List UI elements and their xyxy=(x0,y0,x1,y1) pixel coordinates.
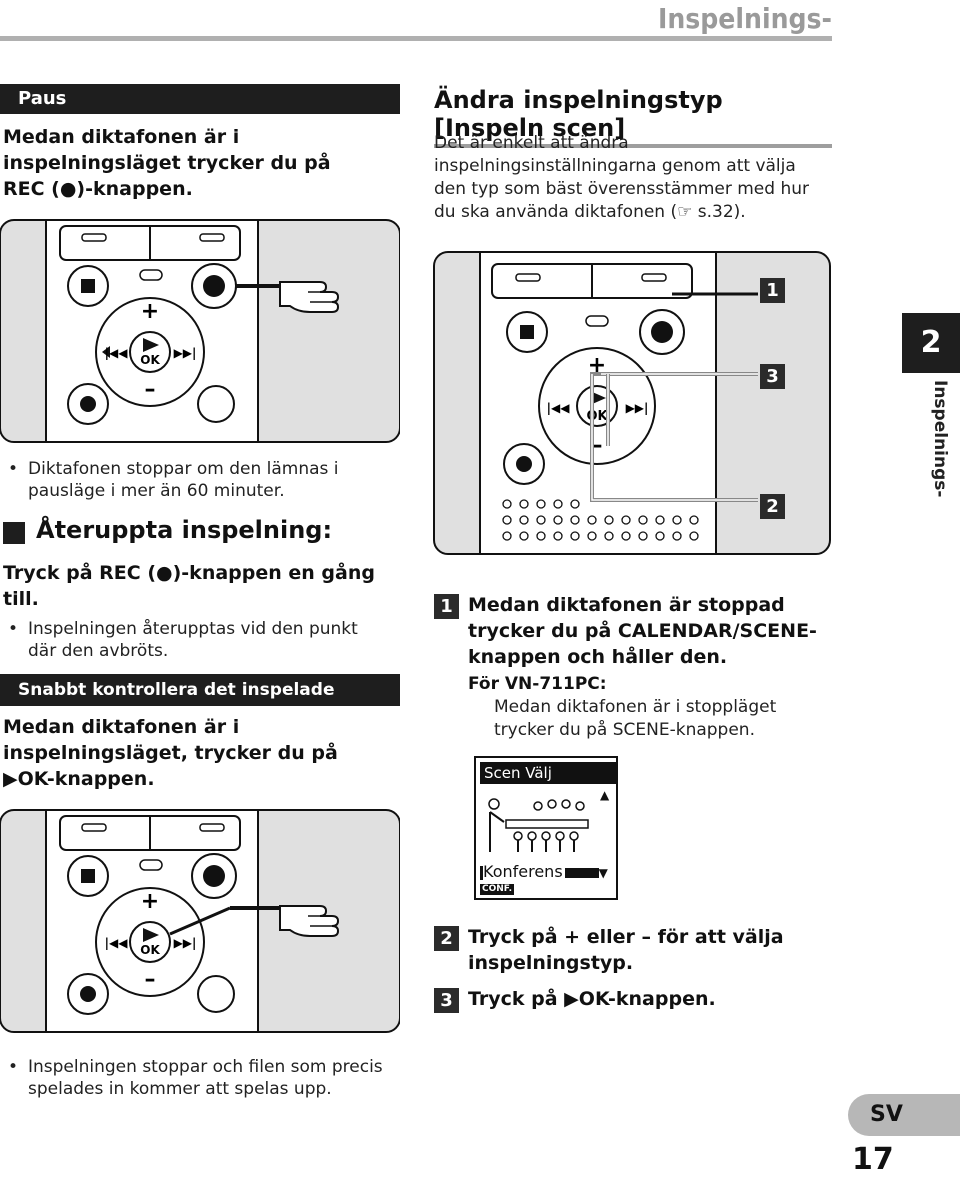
step-2-number: 2 xyxy=(434,926,459,951)
screen-title: Scen Välj xyxy=(480,762,616,784)
callout-1: 1 xyxy=(760,278,785,303)
scene-item-label: Konferens xyxy=(483,862,563,881)
svg-text:▶▶|: ▶▶| xyxy=(626,401,649,415)
step-1-text: Medan diktafonen är stoppad trycker du p… xyxy=(468,594,817,668)
conference-scene-icon xyxy=(488,798,589,852)
svg-text:OK: OK xyxy=(140,943,160,957)
conf-badge: CONF. xyxy=(480,884,515,895)
svg-text:–: – xyxy=(145,967,156,992)
paus-instruction: Medan diktafonen är i inspelningsläget t… xyxy=(3,126,331,200)
paus-bullet: Diktafonen stoppar om den lämnas i pausl… xyxy=(8,458,373,502)
svg-text:+: + xyxy=(141,299,159,324)
pointing-hand-icon xyxy=(279,281,340,313)
quick-check-section-bar: Snabbt kontrollera det inspelade innehål… xyxy=(0,674,400,732)
svg-text:OK: OK xyxy=(140,353,160,367)
page-number: 17 xyxy=(852,1142,894,1177)
svg-text:▶▶|: ▶▶| xyxy=(174,346,197,360)
chapter-side-label-text: Inspelnings- xyxy=(930,380,950,498)
svg-text:|◀◀: |◀◀ xyxy=(105,346,129,360)
svg-text:▶▶|: ▶▶| xyxy=(174,936,197,950)
resume-bullet: Inspelningen återupptas vid den punkt dä… xyxy=(8,618,383,662)
record-icon xyxy=(203,275,225,297)
paus-section-bar: Paus xyxy=(0,84,400,114)
svg-text:|◀◀: |◀◀ xyxy=(105,936,129,950)
section-square-marker xyxy=(3,522,25,544)
header-rule xyxy=(0,36,832,41)
pointing-hand-icon xyxy=(279,905,340,937)
scroll-up-icon: ▲ xyxy=(600,788,610,802)
callout-2: 2 xyxy=(760,494,785,519)
svg-text:+: + xyxy=(588,353,606,378)
stop-icon xyxy=(81,869,95,883)
quick-check-instruction: Medan diktafonen är i inspelningsläget, … xyxy=(3,716,338,790)
scene-intro: Det är enkelt att ändra inspelningsinstä… xyxy=(434,133,809,222)
vn-model-label: För VN-711PC: xyxy=(468,674,607,694)
record-icon xyxy=(651,321,673,343)
vn-model-text: Medan diktafonen är i stoppläget trycker… xyxy=(494,697,777,740)
scene-section-heading: Ändra inspelningstyp [Inspeln scen] xyxy=(434,86,832,148)
step-3-number: 3 xyxy=(434,988,459,1013)
callout-3: 3 xyxy=(760,364,785,389)
quick-check-bullet: Inspelningen stoppar och filen som preci… xyxy=(8,1056,408,1100)
resume-instruction: Tryck på REC (●)-knappen en gång till. xyxy=(3,562,375,610)
step-1-number: 1 xyxy=(434,594,459,619)
running-header: Inspelnings- xyxy=(657,2,832,35)
chapter-number-tab: 2 xyxy=(902,313,960,373)
svg-text:OK: OK xyxy=(586,409,608,424)
svg-text:–: – xyxy=(592,433,603,458)
chapter-side-label: Inspelnings- xyxy=(920,380,960,500)
stop-icon xyxy=(520,325,534,339)
step-3-text: Tryck på ▶OK-knappen. xyxy=(468,988,716,1010)
stop-icon xyxy=(81,279,95,293)
recorder-illustration-playback: OK + – |◀◀ ▶▶| xyxy=(0,809,400,1033)
resume-heading: Återuppta inspelning: xyxy=(36,516,333,544)
recorder-illustration-pause: OK + – |◀◀ ▶▶| xyxy=(0,219,400,443)
svg-text:|◀◀: |◀◀ xyxy=(547,401,571,415)
recorder-illustration-scene: OK + – |◀◀ ▶▶| xyxy=(433,251,831,555)
step-2-text: Tryck på + eller – för att välja inspeln… xyxy=(468,926,784,974)
svg-text:–: – xyxy=(145,377,156,402)
svg-text:+: + xyxy=(141,889,159,914)
scene-select-screen: Scen Välj ▲ Konferens▼ CONF. xyxy=(474,756,618,900)
language-tab: SV xyxy=(848,1094,960,1136)
record-icon xyxy=(203,865,225,887)
scene-item-row: Konferens▼ xyxy=(480,862,608,883)
